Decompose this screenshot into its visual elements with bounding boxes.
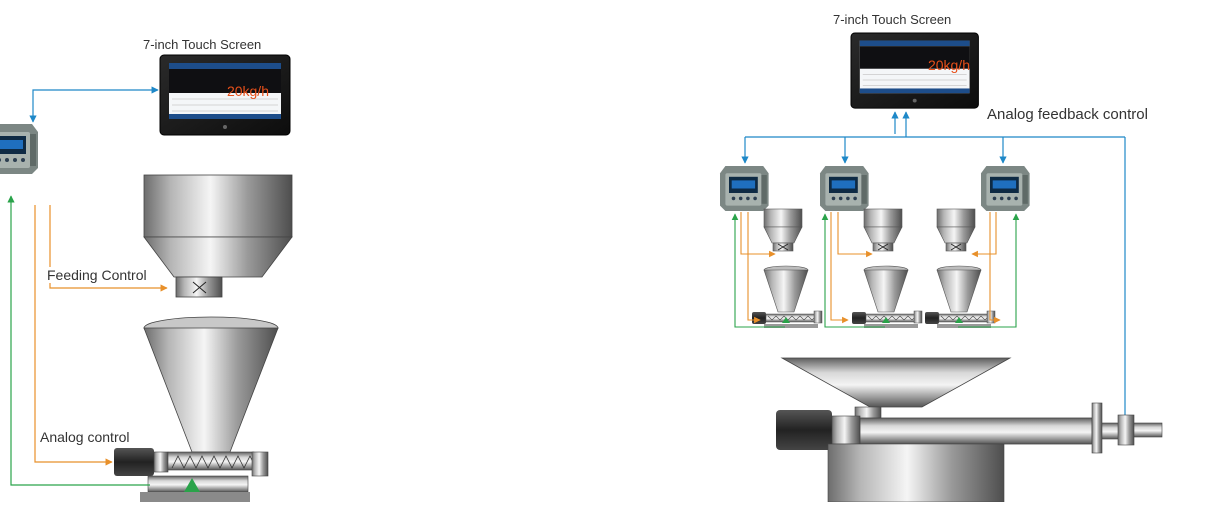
right-screen-reading: 20kg/h (928, 57, 970, 73)
left-screen-link (29, 86, 159, 123)
screw-feeder-icon (924, 265, 996, 329)
controller-icon (981, 166, 1030, 211)
screw-feeder-icon (851, 265, 923, 329)
right-screen-label: 7-inch Touch Screen (833, 12, 952, 27)
left-screen-reading: 20kg/h (227, 83, 269, 99)
hopper-icon (863, 208, 903, 252)
analog-control-link (34, 205, 113, 466)
touch-screen-icon (159, 54, 291, 136)
screw-feeder-icon (114, 316, 279, 502)
screw-feeder-icon (751, 265, 823, 329)
weight-feedback-link (7, 195, 150, 486)
left-screen-label: 7-inch Touch Screen (143, 37, 262, 52)
controller-icon (0, 124, 38, 174)
feeding-control-link (49, 205, 168, 292)
controller-icon (820, 166, 869, 211)
hopper-icon (936, 208, 976, 252)
hopper-icon (763, 208, 803, 252)
controller-icon (720, 166, 769, 211)
right-diagram: 20kg/h (720, 32, 1163, 503)
hopper-icon (143, 174, 293, 298)
left-diagram: 20kg/h (0, 54, 293, 502)
feedback-control-label: Analog feedback control (987, 106, 1148, 123)
analog-control-label: Analog control (40, 429, 130, 445)
feeding-control-label: Feeding Control (46, 267, 148, 283)
extruder-icon (776, 357, 1163, 503)
